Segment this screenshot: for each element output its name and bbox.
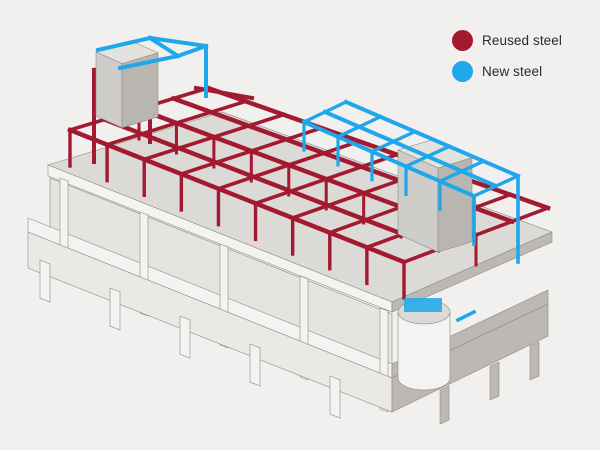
new-cross-beam-6 <box>471 173 521 199</box>
new-long-beam-2 <box>322 109 499 189</box>
new-cross-beam-3 <box>369 129 418 154</box>
right-pier-3 <box>529 341 540 381</box>
reused-long-beam-2 <box>101 116 443 252</box>
legend-item-new-steel: New steel <box>452 61 562 82</box>
new-cross-beam-1 <box>301 99 349 125</box>
ground-pier-4 <box>249 343 261 387</box>
plant-unit-right-side <box>437 157 473 253</box>
new-left-frame-3 <box>117 53 181 71</box>
reused-long-beam-1 <box>67 127 407 265</box>
reused-steel-swatch <box>452 30 473 51</box>
new-long-beam-3 <box>343 99 521 179</box>
new-steel-swatch <box>452 61 473 82</box>
legend-item-reused-steel: Reused steel <box>452 30 562 51</box>
balcony-drum-side <box>397 311 451 391</box>
plant-unit-left-side <box>121 52 159 129</box>
new-balcony-frame <box>404 298 442 312</box>
legend-label-reused-steel: Reused steel <box>482 33 562 48</box>
ground-pier-3 <box>179 315 191 359</box>
right-pier-2 <box>489 361 500 401</box>
new-cross-beam-5 <box>437 158 486 184</box>
new-left-frame-5 <box>147 35 181 59</box>
new-long-beam-1 <box>301 119 477 199</box>
new-left-frame-4 <box>175 43 209 59</box>
legend-label-new-steel: New steel <box>482 64 543 79</box>
new-lower-bracket <box>455 309 477 323</box>
new-cross-beam-4 <box>403 144 452 169</box>
new-steel-frame <box>95 35 521 323</box>
plant-unit-left-front <box>95 51 123 129</box>
legend: Reused steel New steel <box>452 30 562 82</box>
new-left-frame-2 <box>147 35 209 49</box>
ground-pier-5 <box>329 375 341 419</box>
upper-slab-right-edge <box>391 231 553 313</box>
right-pier-1 <box>439 385 450 425</box>
ground-pier-2 <box>109 287 121 331</box>
ground-pier-1 <box>39 259 51 303</box>
new-left-frame-1 <box>95 35 153 53</box>
new-cross-beam-2 <box>335 114 383 140</box>
